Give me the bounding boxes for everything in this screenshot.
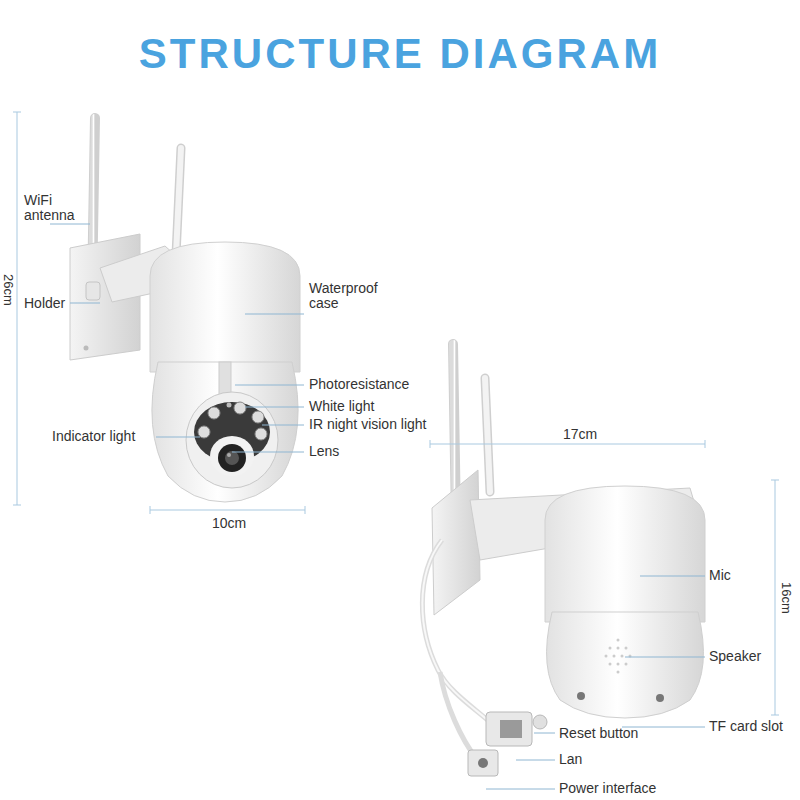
part-label: Mic — [709, 568, 731, 583]
illustration-part — [186, 392, 278, 488]
illustration-part — [547, 612, 704, 718]
illustration-part — [50, 224, 90, 225]
illustration-part — [150, 506, 151, 514]
illustration-part — [771, 480, 779, 481]
illustration-part — [198, 426, 210, 438]
illustration-part — [70, 303, 100, 304]
illustration-part — [150, 510, 305, 511]
illustration-part — [468, 750, 498, 776]
part-label: Power interface — [559, 781, 656, 796]
part-label: Waterproof case — [309, 281, 391, 311]
illustration-part — [262, 425, 304, 426]
illustration-part — [176, 148, 181, 255]
illustration-part — [430, 440, 431, 448]
illustration-part — [234, 402, 246, 414]
illustration-part — [210, 436, 254, 476]
illustration-part — [227, 403, 232, 408]
illustration-part — [245, 314, 304, 315]
illustration-part — [156, 437, 200, 438]
part-label: White light — [309, 399, 374, 414]
part-label: Reset button — [559, 726, 638, 741]
speaker-grille — [605, 639, 632, 674]
led-ring — [198, 402, 267, 440]
illustration-part — [617, 671, 620, 674]
illustration-part — [771, 715, 779, 716]
illustration-part — [150, 242, 300, 372]
illustration-part — [640, 576, 705, 577]
front-camera — [70, 118, 300, 502]
leader-lines — [50, 224, 705, 789]
illustration-part — [533, 715, 547, 729]
dimension-label: 17cm — [563, 427, 597, 442]
illustration-part — [255, 428, 267, 440]
illustration-part — [252, 411, 264, 423]
illustration-part — [235, 385, 304, 386]
part-label: TF card slot — [709, 719, 783, 734]
illustration-part — [617, 639, 620, 642]
illustration-part — [486, 712, 532, 746]
illustration-part — [625, 663, 628, 666]
back-camera — [422, 344, 705, 776]
illustration-part — [609, 663, 612, 666]
illustration-part — [218, 444, 246, 472]
part-label: Lens — [309, 444, 339, 459]
illustration-part — [485, 378, 490, 492]
illustration-part — [621, 655, 624, 658]
illustration-part — [176, 148, 181, 255]
illustration-part — [775, 480, 776, 715]
part-label: Photoresistance — [309, 377, 409, 392]
illustration-part — [13, 505, 21, 506]
illustration-part — [245, 407, 304, 408]
illustration-part — [617, 647, 620, 650]
illustration-part — [430, 444, 705, 445]
illustration-part — [227, 453, 231, 457]
illustration-part — [422, 540, 490, 722]
illustration-part — [486, 789, 555, 790]
illustration-part — [485, 378, 490, 492]
part-label: Lan — [559, 752, 582, 767]
illustration-part — [656, 694, 664, 702]
part-label: Indicator light — [52, 429, 135, 444]
illustration-part — [516, 760, 555, 761]
illustration-part — [225, 451, 239, 465]
illustration-part — [17, 112, 18, 505]
dimension-lines — [13, 112, 779, 715]
illustration-part — [84, 346, 89, 351]
part-label: IR night vision light — [309, 417, 427, 432]
illustration-part — [13, 112, 21, 113]
illustration-part — [152, 362, 298, 502]
illustration-part — [422, 540, 490, 722]
illustration-part — [545, 486, 705, 622]
illustration-part — [208, 407, 220, 419]
part-label: Holder — [24, 296, 65, 311]
illustration-part — [605, 655, 608, 658]
illustration-part — [613, 655, 616, 658]
illustration-part — [232, 452, 304, 453]
illustration-part — [440, 672, 476, 758]
dimension-label: 10cm — [212, 516, 246, 531]
dimension-label: 26cm — [1, 272, 16, 308]
dimension-label: 16cm — [779, 580, 794, 616]
illustration-part — [609, 647, 612, 650]
illustration-part — [478, 758, 488, 768]
illustration-part — [534, 733, 555, 734]
illustration-part — [625, 647, 628, 650]
illustration-part — [577, 692, 585, 700]
part-label: Speaker — [709, 649, 761, 664]
diagram-title: STRUCTURE DIAGRAM — [0, 30, 800, 78]
illustration-part — [86, 282, 100, 300]
illustration-part — [305, 506, 306, 514]
illustration-part — [500, 720, 522, 738]
illustration-part — [219, 362, 231, 396]
part-label: WiFi antenna — [24, 193, 82, 223]
illustration-part — [617, 663, 620, 666]
illustration-part — [705, 440, 706, 448]
illustration-part — [625, 657, 705, 658]
